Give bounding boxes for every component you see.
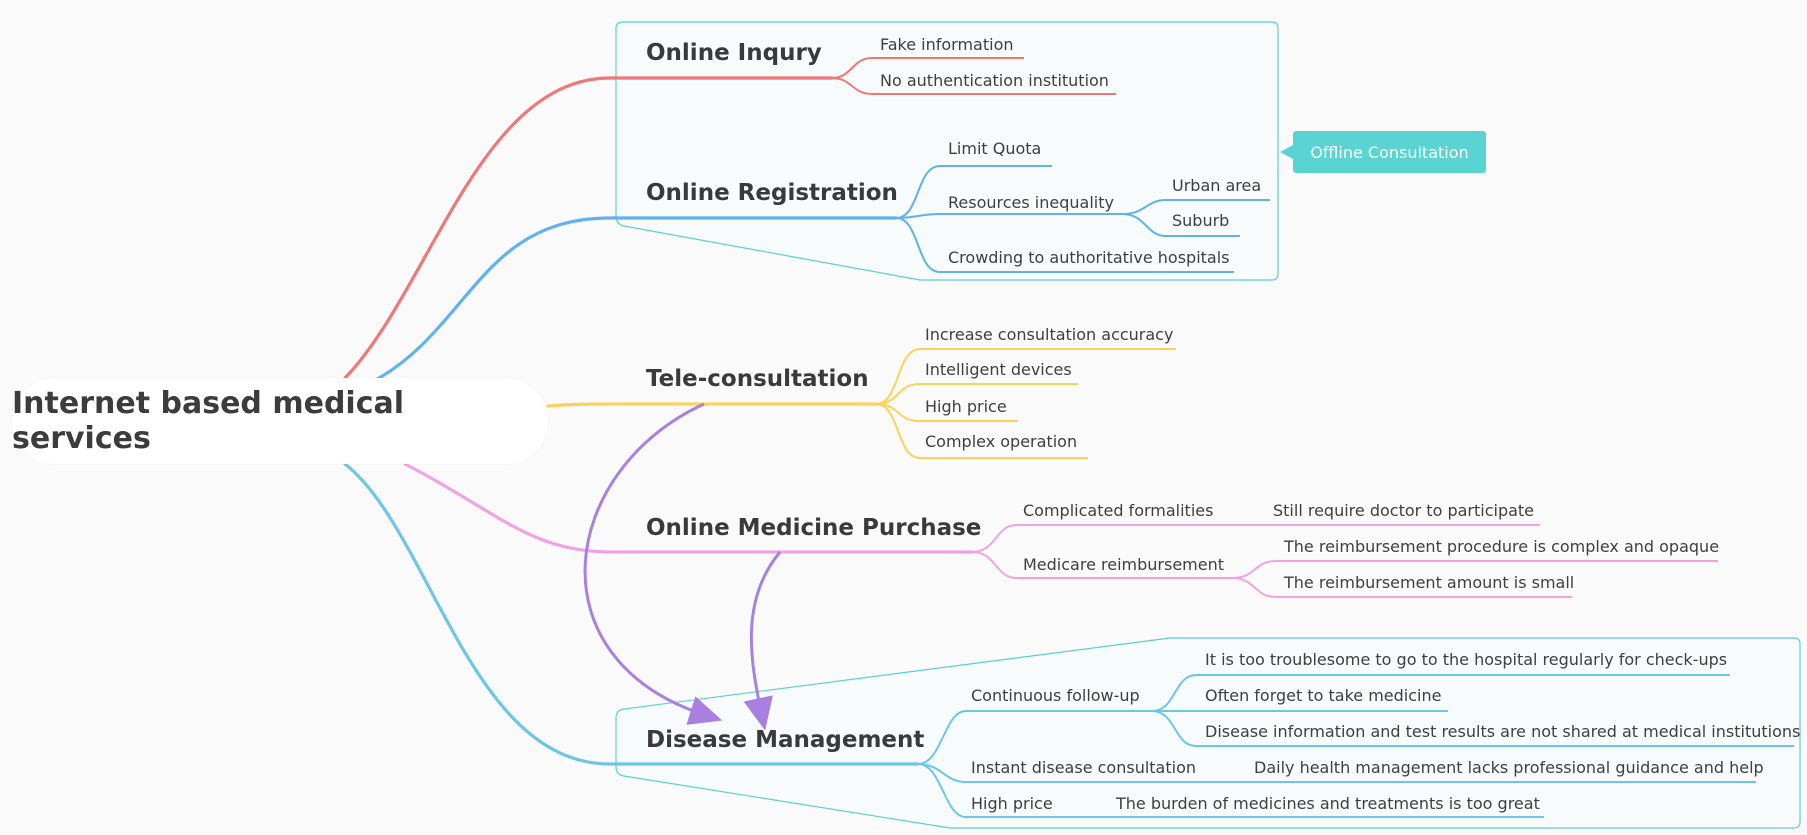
- leaf-medicare-reimbursement[interactable]: Medicare reimbursement: [1023, 555, 1225, 574]
- connector-devices: [875, 383, 1078, 405]
- leaf-doctor-participation[interactable]: Still require doctor to participate: [1273, 501, 1535, 520]
- branch-link-inquiry: [343, 76, 834, 380]
- leaf-fake-information[interactable]: Fake information: [880, 35, 1014, 54]
- leaf-continuous-followup[interactable]: Continuous follow-up: [971, 686, 1140, 705]
- branch-online-registration[interactable]: Online Registration: [646, 180, 898, 206]
- leaf-reimbursement-procedure[interactable]: The reimbursement procedure is complex a…: [1284, 537, 1720, 556]
- root-topic[interactable]: Internet based medical services: [12, 386, 405, 456]
- boundary-frame-top: [615, 21, 1279, 281]
- branch-online-inquiry[interactable]: Online Inqury: [646, 40, 822, 66]
- connector-instant: [917, 763, 1756, 783]
- branch-tele-consultation[interactable]: Tele-consultation: [646, 366, 869, 392]
- connector-reimb-amount: [1231, 577, 1572, 598]
- leaf-high-price-tele[interactable]: High price: [925, 397, 1007, 416]
- leaf-urban-area[interactable]: Urban area: [1172, 176, 1262, 195]
- connector-accuracy: [875, 348, 1176, 405]
- connector-reimb-procedure: [1231, 560, 1718, 579]
- leaf-reimbursement-amount[interactable]: The reimbursement amount is small: [1284, 573, 1575, 592]
- leaf-info-not-shared[interactable]: Disease information and test results are…: [1205, 722, 1801, 741]
- leaf-limit-quota[interactable]: Limit Quota: [948, 139, 1042, 158]
- branch-link-teleconsultation: [546, 402, 878, 408]
- connector-suburb: [1121, 213, 1240, 237]
- connector-troublesome: [1151, 674, 1730, 712]
- connector-no-auth: [831, 77, 1116, 95]
- boundary-frame-bottom: [615, 637, 1801, 829]
- connector-followup: [917, 710, 1152, 765]
- leaf-complex-operation[interactable]: Complex operation: [925, 432, 1078, 451]
- branch-disease-management[interactable]: Disease Management: [646, 727, 925, 753]
- leaf-lacks-guidance[interactable]: Daily health management lacks profession…: [1254, 758, 1764, 777]
- leaf-instant-consultation[interactable]: Instant disease consultation: [971, 758, 1196, 777]
- connector-fake-info: [831, 57, 1024, 79]
- connector-crowding: [895, 217, 1234, 273]
- connector-complex: [875, 403, 1088, 459]
- leaf-crowding[interactable]: Crowding to authoritative hospitals: [948, 248, 1230, 267]
- callout-pointer: [1280, 145, 1293, 159]
- branch-online-medicine-purchase[interactable]: Online Medicine Purchase: [646, 515, 982, 541]
- root-node-background: [12, 378, 548, 464]
- leaf-complicated-formalities[interactable]: Complicated formalities: [1023, 501, 1214, 520]
- leaf-troublesome-checkups[interactable]: It is too troublesome to go to the hospi…: [1205, 650, 1728, 669]
- branch-link-registration: [370, 216, 898, 384]
- connector-urban: [1121, 199, 1270, 215]
- callout-offline-consultation[interactable]: Offline Consultation: [1293, 131, 1486, 173]
- leaf-intelligent-devices[interactable]: Intelligent devices: [925, 360, 1072, 379]
- leaf-high-price-disease[interactable]: High price: [971, 794, 1053, 813]
- connector-high-price-tele: [875, 403, 1018, 422]
- relationship-arrow-medicine-to-disease: [743, 551, 782, 731]
- leaf-forget-medicine[interactable]: Often forget to take medicine: [1205, 686, 1442, 705]
- connector-not-shared: [1151, 710, 1794, 747]
- leaf-burden-too-great[interactable]: The burden of medicines and treatments i…: [1116, 794, 1540, 813]
- connector-limit-quota: [895, 165, 1052, 219]
- connector-high-price-dm: [917, 763, 1544, 818]
- connector-resources: [895, 213, 1122, 219]
- connector-reimbursement: [971, 551, 1232, 579]
- connector-formalities: [971, 524, 1540, 553]
- branch-link-disease: [343, 462, 920, 766]
- branch-link-medicine: [403, 462, 974, 554]
- leaf-increase-accuracy[interactable]: Increase consultation accuracy: [925, 325, 1174, 344]
- relationship-arrow-tele-to-disease: [583, 402, 723, 725]
- leaf-no-authentication[interactable]: No authentication institution: [880, 71, 1109, 90]
- leaf-suburb[interactable]: Suburb: [1172, 211, 1230, 230]
- leaf-resources-inequality[interactable]: Resources inequality: [948, 193, 1114, 212]
